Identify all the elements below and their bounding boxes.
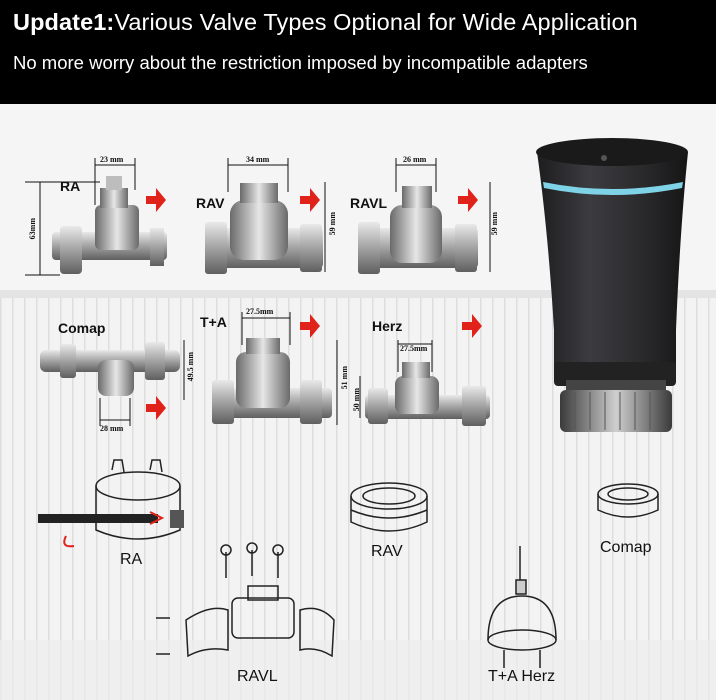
tplusa-height-dim: 51 mm: [340, 366, 349, 390]
herz-valve-label: Herz: [372, 318, 403, 334]
tplusa-valve-label: T+A: [200, 314, 227, 330]
comap-width-dim: 28 mm: [100, 424, 124, 433]
rav-arrow: [300, 188, 320, 212]
ra-width-dim: 23 mm: [100, 155, 124, 164]
illustration: [0, 104, 716, 700]
rav-height-dim: 59 mm: [328, 212, 337, 236]
ra-valve-label: RA: [60, 178, 81, 194]
ravl-height-dim: 59 mm: [490, 212, 499, 236]
herz-width-dim: 27.5mm: [400, 344, 428, 353]
tplusa-herz-adapter-label: T+A Herz: [488, 668, 556, 685]
ra-adapter-screw: [38, 514, 158, 523]
ravl-width-dim: 26 mm: [403, 155, 427, 164]
rav-adapter-label: RAV: [371, 543, 403, 560]
rav-adapter-image: [350, 482, 428, 532]
comap-adapter-image: [597, 483, 659, 518]
ra-adapter-label: RA: [120, 551, 143, 568]
ra-adapter-image: [95, 459, 181, 540]
herz-arrow: [462, 314, 482, 338]
ravl-adapter-label: RAVL: [237, 668, 278, 685]
title-text: Various Valve Types Optional for Wide Ap…: [114, 9, 638, 35]
herz-height-dim: 50 mm: [352, 388, 361, 412]
tplusa-width-dim: 27.5mm: [246, 307, 274, 316]
rav-width-dim: 34 mm: [246, 155, 270, 164]
rav-valve-label: RAV: [196, 195, 225, 211]
ra-arrow: [146, 188, 166, 212]
header-banner: Update1:Various Valve Types Optional for…: [0, 0, 716, 104]
comap-arrow: [146, 396, 166, 420]
comap-adapter-label: Comap: [600, 539, 652, 556]
ra-dimensions: [25, 158, 136, 276]
tplusa-herz-adapter-image: [487, 546, 557, 668]
page-subtitle: No more worry about the restriction impo…: [13, 52, 588, 73]
rav-valve-image: [205, 183, 323, 274]
tplusa-valve-image: [212, 338, 332, 424]
tplusa-arrow: [300, 314, 320, 338]
ravl-adapter-image: [156, 542, 335, 658]
thermostat-device-image: [536, 138, 688, 432]
title-prefix: Update1:: [13, 9, 115, 35]
comap-height-dim: 49.5 mm: [186, 352, 195, 382]
ravl-valve-image: [358, 186, 478, 274]
ra-valve-image: [52, 176, 167, 274]
page-title: Update1:Various Valve Types Optional for…: [13, 9, 638, 36]
herz-valve-image: [365, 362, 490, 426]
ravl-valve-label: RAVL: [350, 195, 388, 211]
comap-valve-label: Comap: [58, 320, 106, 336]
ravl-arrow: [458, 188, 478, 212]
comap-valve-image: [40, 342, 180, 396]
ra-height-dim: 63mm: [28, 218, 37, 240]
